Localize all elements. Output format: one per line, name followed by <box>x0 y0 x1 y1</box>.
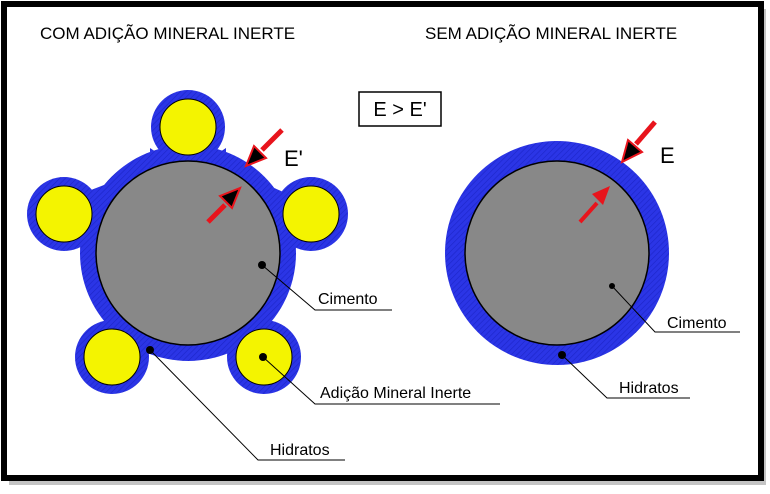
left-particle: Cimento Adição Mineral Inerte Hidratos E… <box>27 90 500 461</box>
right-thickness-arrows <box>578 120 657 224</box>
left-addition-left <box>35 185 93 243</box>
left-cement-label: Cimento <box>318 291 378 308</box>
left-thickness-label: E' <box>284 146 303 171</box>
right-cement-label: Cimento <box>667 315 727 332</box>
right-cement-core <box>464 160 650 346</box>
left-addition-top <box>159 98 217 156</box>
comparison-box <box>358 91 442 127</box>
left-addition-bottom-left <box>83 328 141 386</box>
left-addition-leader <box>262 356 500 405</box>
left-cement-core <box>95 160 281 346</box>
left-hydrates-label: Hidratos <box>270 442 330 459</box>
right-hydrates-leader <box>561 354 690 399</box>
left-cement-leader <box>261 264 392 311</box>
left-title: COM ADIÇÃO MINERAL INERTE <box>40 24 295 43</box>
right-cement-leader <box>611 285 740 333</box>
left-hydrates-leader <box>149 349 345 461</box>
left-addition-label: Adição Mineral Inerte <box>320 385 471 402</box>
right-title: SEM ADIÇÃO MINERAL INERTE <box>425 24 677 43</box>
right-hydrates-label: Hidratos <box>619 380 679 397</box>
right-particle: Cimento Hidratos E <box>445 120 740 399</box>
left-thickness-arrows <box>206 128 284 224</box>
right-thickness-label: E <box>660 143 675 168</box>
comparison-label: E > E' <box>373 99 426 121</box>
left-addition-right <box>282 185 340 243</box>
